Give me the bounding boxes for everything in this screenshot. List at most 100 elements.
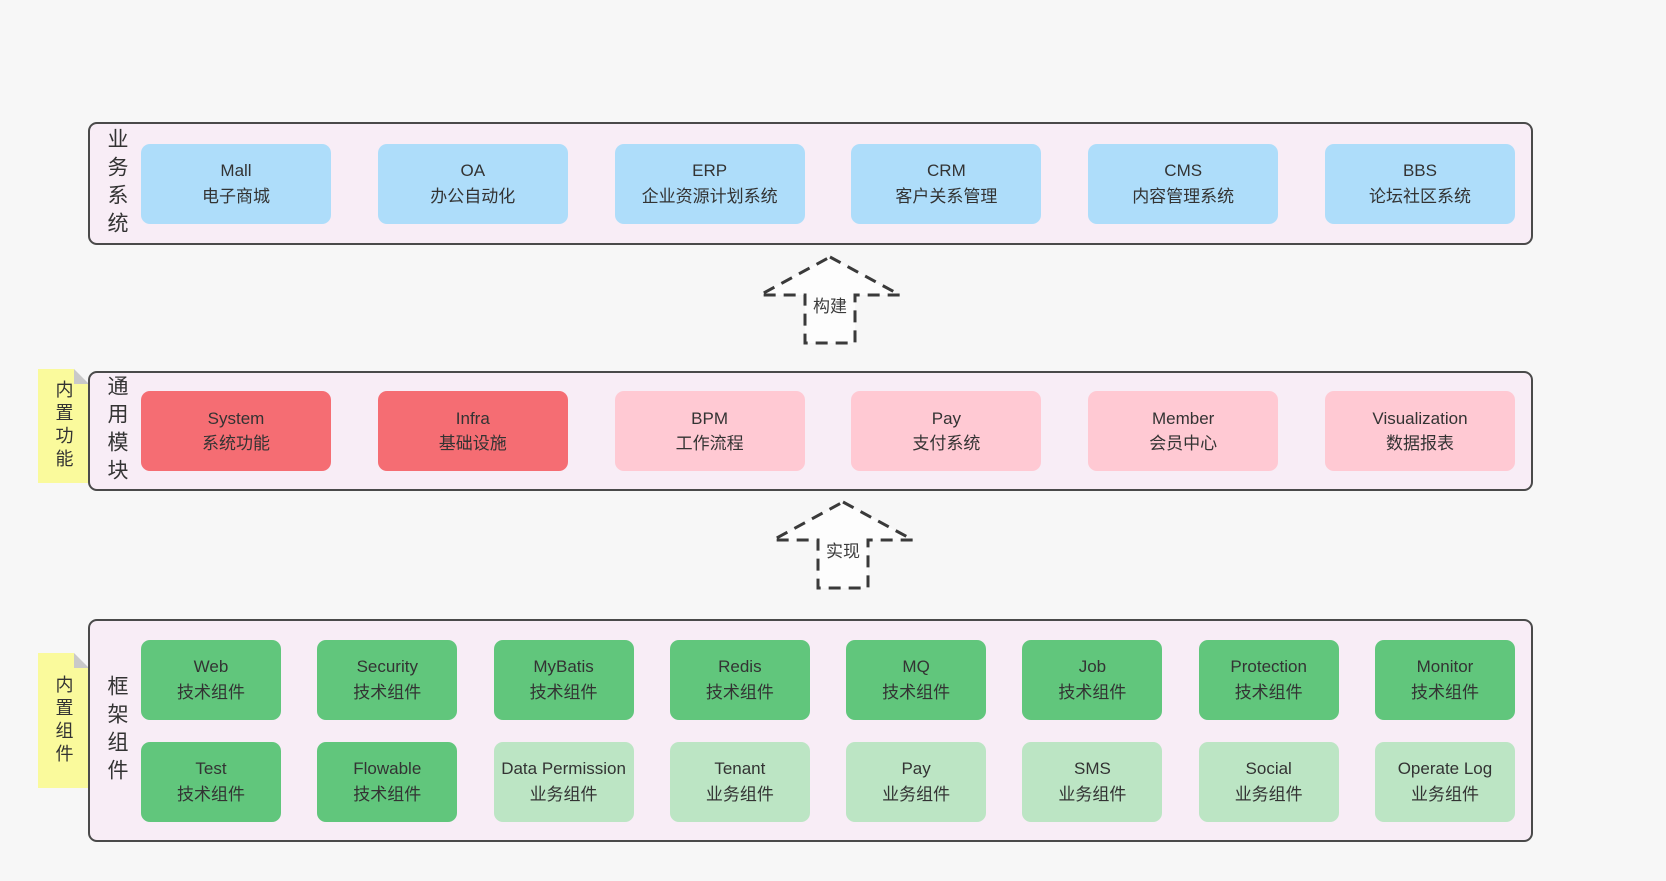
box-title: Operate Log: [1397, 759, 1493, 778]
box-title: Test: [195, 759, 227, 778]
box-subtitle: 业务组件: [882, 784, 951, 804]
box-title: BBS: [1402, 161, 1437, 180]
box-flowable: Flowable 技术组件: [317, 741, 458, 822]
box-test: Test 技术组件: [141, 741, 281, 822]
box-redis: Redis 技术组件: [669, 639, 810, 720]
box-title: Pay: [901, 759, 931, 778]
box-subtitle: 技术组件: [1058, 682, 1127, 702]
box-crm: CRM 客户关系管理: [851, 143, 1042, 224]
business-systems-box-row: Mall 电子商城 OA 办公自动化 ERP 企业资源计划系统 CRM 客户关系…: [127, 143, 1531, 224]
box-infra: Infra 基础设施: [377, 391, 568, 471]
box-subtitle: 技术组件: [1410, 682, 1479, 702]
box-subtitle: 技术组件: [529, 682, 598, 702]
layer-label-business-systems: 业务系统: [105, 127, 128, 240]
box-title: Web: [193, 657, 229, 676]
box-subtitle: 技术组件: [177, 784, 245, 804]
box-pay-component: Pay 业务组件: [846, 741, 987, 822]
box-subtitle: 内容管理系统: [1132, 186, 1235, 206]
box-system: System 系统功能: [141, 391, 331, 471]
box-title: CRM: [927, 161, 966, 180]
box-title: Protection: [1230, 657, 1307, 676]
sticky-built-in-components: 内置组件: [38, 653, 89, 788]
box-title: Job: [1078, 657, 1107, 676]
box-subtitle: 技术组件: [353, 682, 422, 702]
box-bbs: BBS 论坛社区系统: [1324, 143, 1515, 224]
layer-common-modules: 通用模块 System 系统功能 Infra 基础设施 BPM 工作流程 Pay…: [88, 371, 1533, 491]
box-subtitle: 技术组件: [1234, 682, 1303, 702]
box-title: Member: [1152, 408, 1215, 428]
box-mybatis: MyBatis 技术组件: [493, 639, 634, 720]
box-web: Web 技术组件: [141, 639, 281, 720]
layer-business-systems: 业务系统 Mall 电子商城 OA 办公自动化 ERP 企业资源计划系统 CRM…: [88, 122, 1533, 245]
box-visualization: Visualization 数据报表: [1324, 391, 1515, 471]
box-title: Tenant: [714, 759, 766, 778]
box-title: Social: [1245, 759, 1292, 778]
box-title: Monitor: [1416, 657, 1474, 676]
box-title: OA: [460, 161, 486, 180]
box-subtitle: 技术组件: [177, 682, 245, 702]
box-subtitle: 系统功能: [202, 434, 270, 453]
sticky-built-in-components-label: 内置组件: [53, 674, 74, 767]
sticky-built-in-features-label: 内置功能: [53, 380, 74, 472]
box-security: Security 技术组件: [317, 639, 458, 720]
layer-label-framework-components: 框架组件: [105, 674, 128, 787]
box-title: ERP: [692, 161, 728, 180]
box-subtitle: 电子商城: [202, 186, 270, 206]
box-tenant: Tenant 业务组件: [669, 741, 810, 822]
box-mall: Mall 电子商城: [141, 143, 331, 224]
box-oa: OA 办公自动化: [377, 143, 568, 224]
box-erp: ERP 企业资源计划系统: [614, 143, 805, 224]
box-subtitle: 会员中心: [1149, 434, 1218, 453]
box-subtitle: 业务组件: [529, 784, 598, 804]
box-bpm: BPM 工作流程: [614, 391, 805, 471]
box-title: Mall: [220, 161, 252, 180]
box-cms: CMS 内容管理系统: [1088, 143, 1279, 224]
box-title: Data Permission: [501, 759, 626, 778]
box-title: BPM: [691, 408, 729, 428]
box-subtitle: 数据报表: [1385, 434, 1454, 453]
arrow-build: 构建: [757, 254, 903, 346]
box-mq: MQ 技术组件: [846, 639, 987, 720]
box-title: Visualization: [1372, 408, 1468, 428]
box-title: Redis: [718, 657, 762, 676]
box-subtitle: 工作流程: [675, 434, 744, 453]
arrow-build-label: 构建: [810, 292, 850, 317]
box-title: MyBatis: [533, 657, 594, 676]
box-member: Member 会员中心: [1088, 391, 1279, 471]
box-title: Flowable: [353, 759, 422, 778]
box-subtitle: 业务组件: [1410, 784, 1479, 804]
box-subtitle: 支付系统: [912, 434, 981, 453]
box-sms: SMS 业务组件: [1022, 741, 1163, 822]
layer-framework-components: 框架组件 Web 技术组件 Security 技术组件 MyBatis 技术组件…: [88, 619, 1533, 842]
box-subtitle: 技术组件: [353, 784, 422, 804]
sticky-built-in-features: 内置功能: [38, 369, 89, 483]
box-pay-system: Pay 支付系统: [851, 391, 1042, 471]
box-subtitle: 企业资源计划系统: [641, 186, 778, 206]
box-social: Social 业务组件: [1198, 741, 1339, 822]
box-title: CMS: [1164, 161, 1203, 180]
box-subtitle: 论坛社区系统: [1368, 186, 1471, 206]
box-title: Pay: [931, 408, 962, 428]
box-subtitle: 办公自动化: [430, 186, 516, 206]
arrow-implement-label: 实现: [823, 537, 863, 562]
arrow-implement: 实现: [770, 499, 916, 591]
box-title: SMS: [1073, 759, 1111, 778]
box-subtitle: 业务组件: [1058, 784, 1127, 804]
box-subtitle: 业务组件: [1234, 784, 1303, 804]
framework-components-grid: Web 技术组件 Security 技术组件 MyBatis 技术组件 Redi…: [127, 639, 1531, 822]
layer-label-common-modules: 通用模块: [105, 375, 128, 487]
box-data-permission: Data Permission 业务组件: [493, 741, 634, 822]
box-monitor: Monitor 技术组件: [1374, 639, 1515, 720]
box-title: Infra: [455, 408, 490, 428]
box-job: Job 技术组件: [1022, 639, 1163, 720]
box-subtitle: 业务组件: [705, 784, 774, 804]
box-operate-log: Operate Log 业务组件: [1374, 741, 1515, 822]
common-modules-box-row: System 系统功能 Infra 基础设施 BPM 工作流程 Pay 支付系统…: [127, 391, 1531, 471]
box-title: MQ: [902, 657, 930, 676]
box-subtitle: 客户关系管理: [895, 186, 998, 206]
box-subtitle: 技术组件: [882, 682, 951, 702]
box-subtitle: 基础设施: [438, 434, 507, 453]
box-protection: Protection 技术组件: [1198, 639, 1339, 720]
box-subtitle: 技术组件: [705, 682, 774, 702]
box-title: Security: [356, 657, 418, 676]
